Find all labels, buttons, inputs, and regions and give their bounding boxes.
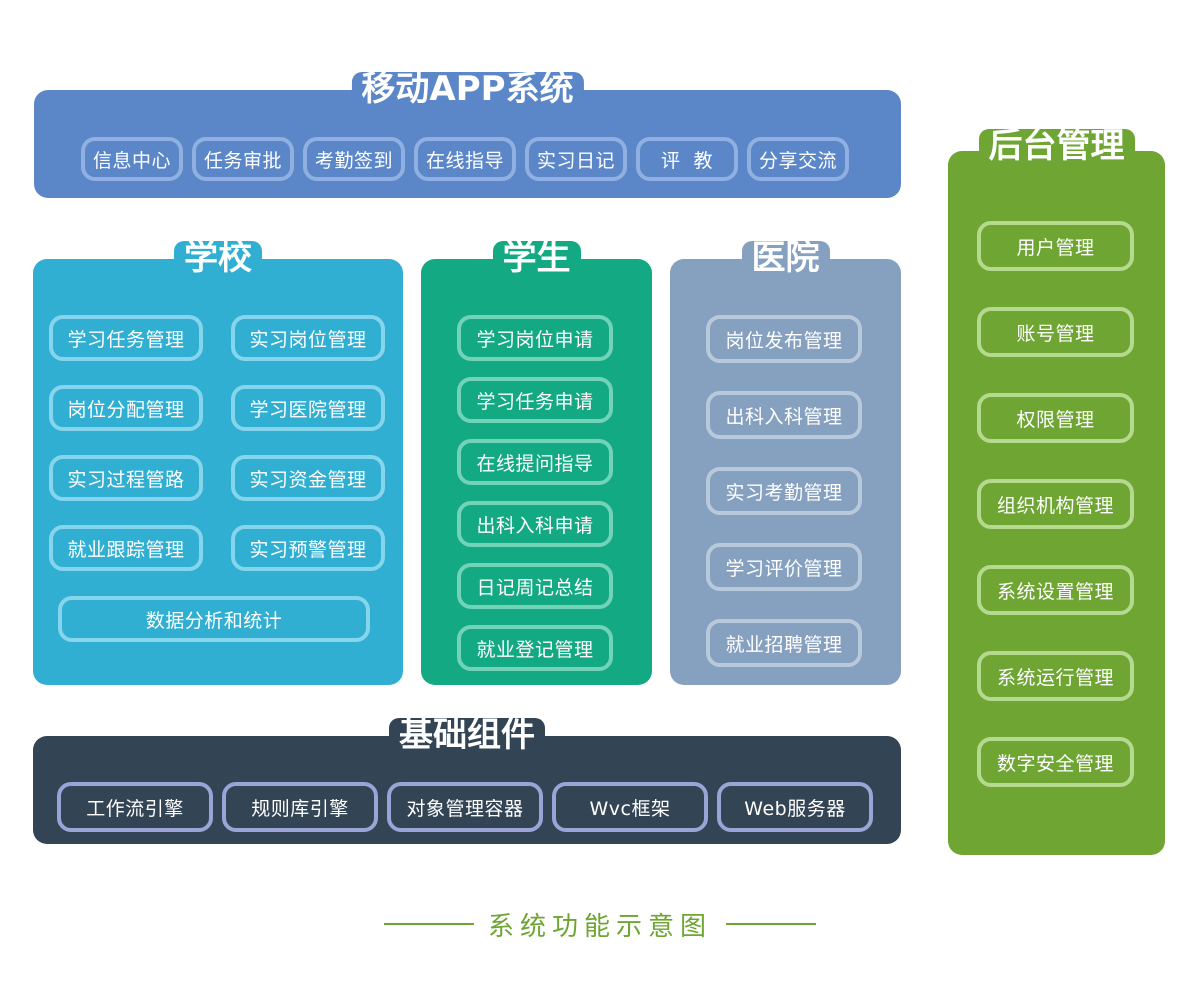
mobile-item-attendance[interactable]: 考勤签到 bbox=[303, 137, 405, 181]
school-item-process-mgmt[interactable]: 实习过程管路 bbox=[49, 455, 203, 501]
caption-right-line bbox=[726, 923, 816, 925]
student-item-dept-apply[interactable]: 出科入科申请 bbox=[457, 501, 613, 547]
backend-panel: 后台管理 用户管理 账号管理 权限管理 组织机构管理 系统设置管理 系统运行管理… bbox=[948, 129, 1165, 855]
mobile-app-panel: 移动APP系统 信息中心 任务审批 考勤签到 在线指导 实习日记 评 教 分享交… bbox=[34, 72, 901, 198]
hospital-item-dept-mgmt[interactable]: 出科入科管理 bbox=[706, 391, 862, 439]
student-item-post-apply[interactable]: 学习岗位申请 bbox=[457, 315, 613, 361]
school-panel: 学校 学习任务管理 实习岗位管理 岗位分配管理 学习医院管理 实习过程管路 实习… bbox=[33, 241, 403, 685]
backend-title: 后台管理 bbox=[978, 129, 1135, 163]
backend-item-org-mgmt[interactable]: 组织机构管理 bbox=[977, 479, 1134, 529]
student-item-task-apply[interactable]: 学习任务申请 bbox=[457, 377, 613, 423]
school-item-task-mgmt[interactable]: 学习任务管理 bbox=[49, 315, 203, 361]
mobile-item-internship-diary[interactable]: 实习日记 bbox=[525, 137, 627, 181]
caption-left-line bbox=[383, 923, 474, 925]
backend-item-account-mgmt[interactable]: 账号管理 bbox=[977, 307, 1134, 357]
hospital-panel: 医院 岗位发布管理 出科入科管理 实习考勤管理 学习评价管理 就业招聘管理 bbox=[670, 241, 901, 685]
base-item-web-server[interactable]: Web服务器 bbox=[717, 782, 873, 832]
student-title: 学生 bbox=[492, 241, 581, 275]
base-components-title: 基础组件 bbox=[389, 718, 545, 752]
base-item-wvc-framework[interactable]: Wvc框架 bbox=[552, 782, 708, 832]
hospital-title: 医院 bbox=[741, 241, 830, 275]
mobile-item-info-center[interactable]: 信息中心 bbox=[81, 137, 183, 181]
backend-item-settings-mgmt[interactable]: 系统设置管理 bbox=[977, 565, 1134, 615]
base-item-rules-engine[interactable]: 规则库引擎 bbox=[222, 782, 378, 832]
hospital-item-attendance-mgmt[interactable]: 实习考勤管理 bbox=[706, 467, 862, 515]
hospital-item-recruitment-mgmt[interactable]: 就业招聘管理 bbox=[706, 619, 862, 667]
school-title: 学校 bbox=[174, 241, 262, 275]
student-item-employment-register[interactable]: 就业登记管理 bbox=[457, 625, 613, 671]
base-components-panel: 基础组件 工作流引擎 规则库引擎 对象管理容器 Wvc框架 Web服务器 bbox=[33, 718, 901, 844]
backend-item-permission-mgmt[interactable]: 权限管理 bbox=[977, 393, 1134, 443]
caption-text: 系统功能示意图 bbox=[487, 911, 712, 942]
school-item-warning-mgmt[interactable]: 实习预警管理 bbox=[231, 525, 385, 571]
backend-item-user-mgmt[interactable]: 用户管理 bbox=[977, 221, 1134, 271]
backend-item-security-mgmt[interactable]: 数字安全管理 bbox=[977, 737, 1134, 787]
mobile-item-online-guidance[interactable]: 在线指导 bbox=[414, 137, 516, 181]
student-panel: 学生 学习岗位申请 学习任务申请 在线提问指导 出科入科申请 日记周记总结 就业… bbox=[421, 241, 652, 685]
hospital-item-evaluation-mgmt[interactable]: 学习评价管理 bbox=[706, 543, 862, 591]
school-item-hospital-mgmt[interactable]: 学习医院管理 bbox=[231, 385, 385, 431]
student-item-diary-summary[interactable]: 日记周记总结 bbox=[457, 563, 613, 609]
school-item-post-mgmt[interactable]: 实习岗位管理 bbox=[231, 315, 385, 361]
school-item-fund-mgmt[interactable]: 实习资金管理 bbox=[231, 455, 385, 501]
school-item-post-assign[interactable]: 岗位分配管理 bbox=[49, 385, 203, 431]
student-item-online-question[interactable]: 在线提问指导 bbox=[457, 439, 613, 485]
base-item-workflow-engine[interactable]: 工作流引擎 bbox=[57, 782, 213, 832]
hospital-item-post-publish[interactable]: 岗位发布管理 bbox=[706, 315, 862, 363]
mobile-item-evaluation[interactable]: 评 教 bbox=[636, 137, 738, 181]
base-item-object-container[interactable]: 对象管理容器 bbox=[387, 782, 543, 832]
school-item-data-analysis[interactable]: 数据分析和统计 bbox=[58, 596, 370, 642]
mobile-item-share[interactable]: 分享交流 bbox=[747, 137, 849, 181]
diagram-caption: 系统功能示意图 bbox=[0, 906, 1200, 942]
mobile-item-task-approval[interactable]: 任务审批 bbox=[192, 137, 294, 181]
school-item-employment-tracking[interactable]: 就业跟踪管理 bbox=[49, 525, 203, 571]
backend-item-operation-mgmt[interactable]: 系统运行管理 bbox=[977, 651, 1134, 701]
mobile-app-title: 移动APP系统 bbox=[351, 72, 584, 106]
